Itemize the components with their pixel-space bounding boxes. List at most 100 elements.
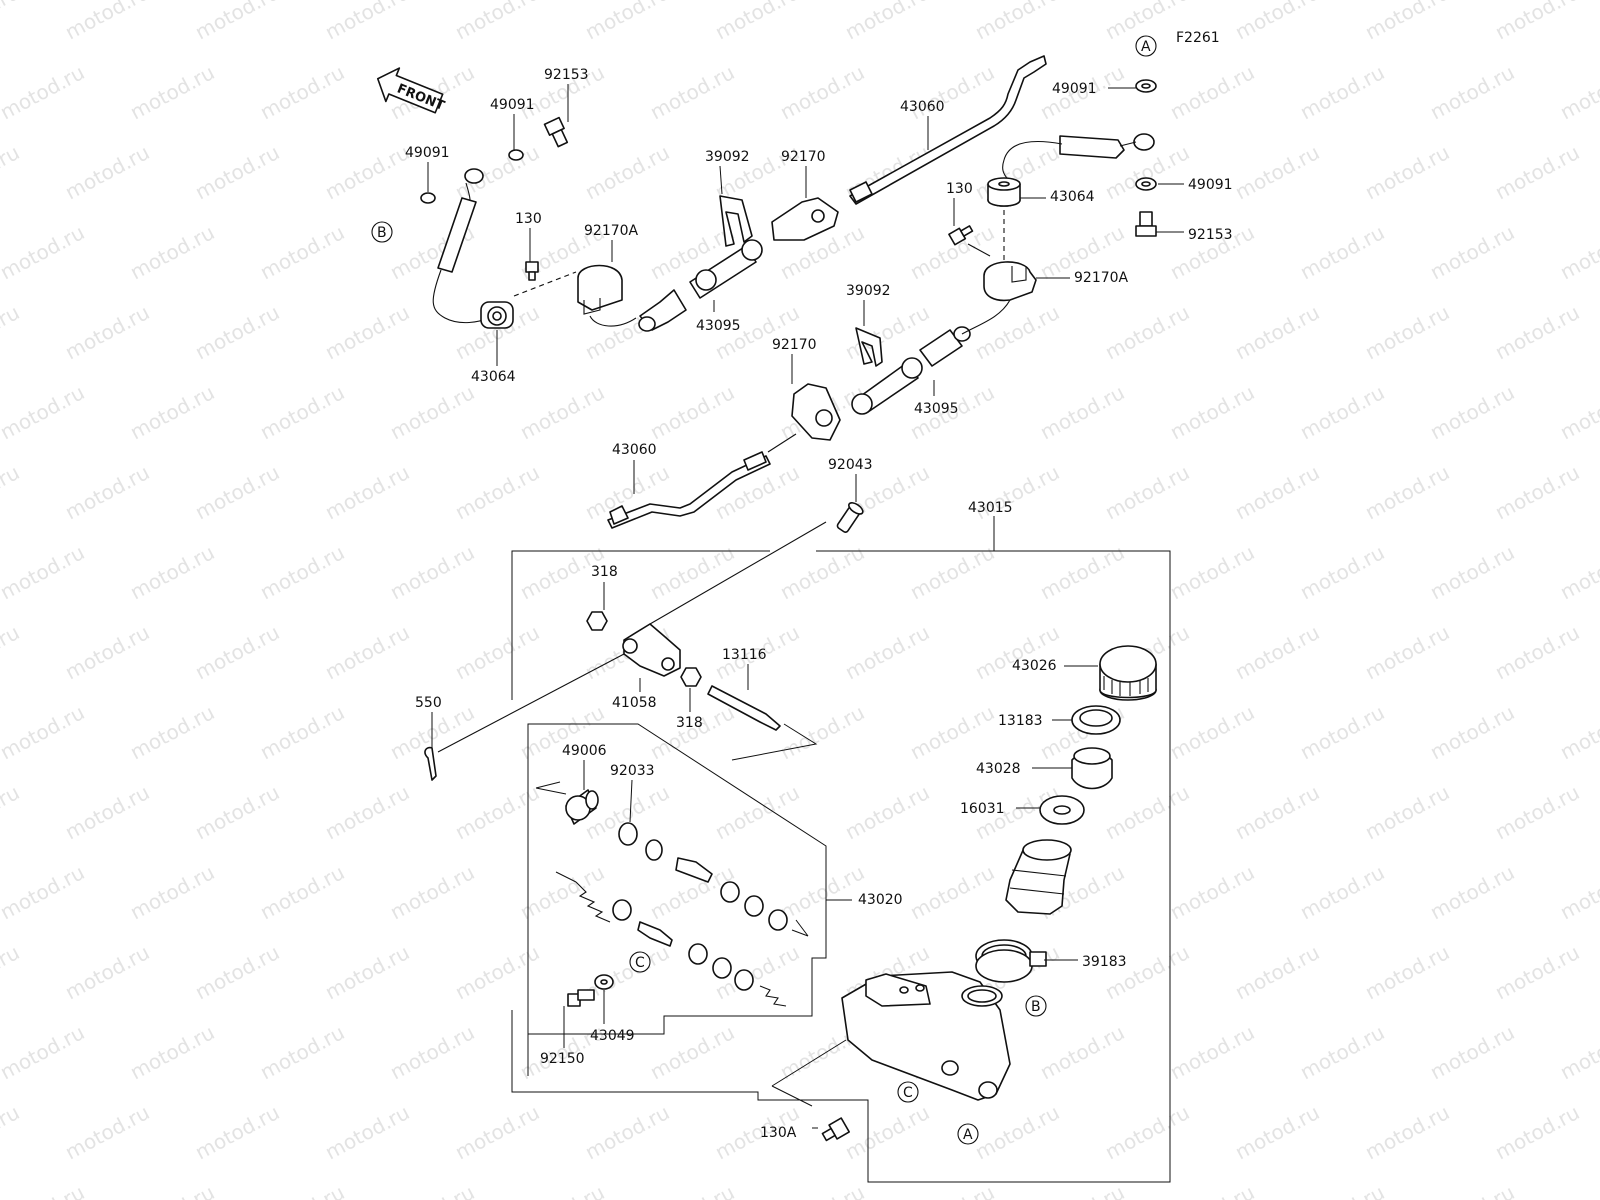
watermark-text: motod.ru bbox=[646, 380, 738, 444]
assembly-43020-frame bbox=[527, 723, 827, 1076]
watermark-text: motod.ru bbox=[971, 0, 1063, 44]
watermark-text: motod.ru bbox=[1231, 300, 1323, 364]
watermark-text: motod.ru bbox=[1426, 860, 1518, 924]
watermark-text: motod.ru bbox=[906, 540, 998, 604]
watermark-text: motod.ru bbox=[451, 140, 543, 204]
watermark-text: motod.ru bbox=[1296, 540, 1388, 604]
watermark-text: motod.ru bbox=[841, 780, 933, 844]
watermark-text: motod.ru bbox=[256, 1180, 348, 1200]
watermark-text: motod.ru bbox=[1556, 540, 1600, 604]
hose-left bbox=[432, 269, 489, 324]
watermark-text: motod.ru bbox=[1426, 380, 1518, 444]
watermark-text: motod.ru bbox=[1296, 700, 1388, 764]
callout-92170A-left: 92170A bbox=[584, 223, 639, 239]
watermark-text: motod.ru bbox=[1491, 460, 1583, 524]
watermark-text: motod.ru bbox=[1101, 1100, 1193, 1164]
watermark-text: motod.ru bbox=[1231, 460, 1323, 524]
bolt-130-left bbox=[525, 261, 539, 281]
svg-text:A: A bbox=[963, 1127, 973, 1143]
watermark-text: motod.ru bbox=[126, 60, 218, 124]
callout-43064-right: 43064 bbox=[1050, 189, 1095, 205]
watermark-text: motod.ru bbox=[1101, 460, 1193, 524]
watermark-text: motod.ru bbox=[841, 1100, 933, 1164]
callout-49091-upper: 49091 bbox=[490, 97, 535, 113]
watermark-text: motod.ru bbox=[386, 860, 478, 924]
clip-39092-left bbox=[719, 195, 753, 247]
clip-39092-right bbox=[855, 327, 883, 367]
watermark-text: motod.ru bbox=[1231, 940, 1323, 1004]
callout-43049: 43049 bbox=[590, 1028, 635, 1044]
callout-92170-center: 92170 bbox=[772, 337, 817, 353]
watermark-text: motod.ru bbox=[0, 0, 23, 44]
pin-92043 bbox=[836, 502, 864, 533]
watermark-text: motod.ru bbox=[0, 380, 88, 444]
watermark-text: motod.ru bbox=[191, 140, 283, 204]
watermark-text: motod.ru bbox=[321, 1100, 413, 1164]
spring-lower bbox=[759, 985, 787, 1007]
watermark-text: motod.ru bbox=[581, 1100, 673, 1164]
callout-leaders bbox=[427, 84, 1184, 1129]
watermark-text: motod.ru bbox=[126, 1180, 218, 1200]
watermark-text: motod.ru bbox=[1101, 940, 1193, 1004]
bracket-92170-center bbox=[791, 383, 841, 441]
hose-right bbox=[1002, 140, 1063, 181]
watermark-text: motod.ru bbox=[61, 940, 153, 1004]
grommet-43064-right bbox=[987, 177, 1021, 207]
nut-318-top bbox=[586, 611, 608, 631]
ref-marker-c-body: C bbox=[897, 1081, 919, 1103]
hose-clamp-39183 bbox=[975, 939, 1047, 983]
watermark-text: motod.ru bbox=[1426, 540, 1518, 604]
watermark-text: motod.ru bbox=[646, 60, 738, 124]
watermark-text: motod.ru bbox=[256, 1020, 348, 1084]
callout-49091-right-top: 49091 bbox=[1052, 81, 1097, 97]
watermark-text: motod.ru bbox=[61, 300, 153, 364]
callout-39183: 39183 bbox=[1082, 954, 1127, 970]
watermark-text: motod.ru bbox=[1231, 780, 1323, 844]
watermark-text: motod.ru bbox=[321, 0, 413, 44]
watermark-text: motod.ru bbox=[386, 380, 478, 444]
callout-92150: 92150 bbox=[540, 1051, 585, 1067]
callout-43095-right: 43095 bbox=[914, 401, 959, 417]
watermark-text: motod.ru bbox=[1166, 380, 1258, 444]
watermark-text: motod.ru bbox=[776, 860, 868, 924]
watermark-text: motod.ru bbox=[321, 780, 413, 844]
watermark-text: motod.ru bbox=[0, 780, 23, 844]
svg-text:C: C bbox=[635, 955, 645, 971]
watermark-text: motod.ru bbox=[776, 1180, 868, 1200]
watermark-text: motod.ru bbox=[256, 540, 348, 604]
watermark-text: motod.ru bbox=[61, 620, 153, 684]
watermark-text: motod.ru bbox=[1296, 60, 1388, 124]
banjo-bolt-92153-right bbox=[1135, 211, 1157, 237]
svg-text:B: B bbox=[1031, 999, 1041, 1015]
watermark-text: motod.ru bbox=[0, 940, 23, 1004]
watermark-text: motod.ru bbox=[451, 620, 543, 684]
watermark-text: motod.ru bbox=[1556, 220, 1600, 284]
watermark-text: motod.ru bbox=[191, 0, 283, 44]
watermark-text: motod.ru bbox=[256, 700, 348, 764]
watermark-text: motod.ru bbox=[0, 620, 23, 684]
watermark-text: motod.ru bbox=[841, 300, 933, 364]
watermark-text: motod.ru bbox=[126, 1020, 218, 1084]
watermark-text: motod.ru bbox=[1491, 140, 1583, 204]
watermark-text: motod.ru bbox=[451, 460, 543, 524]
diaphragm-43028 bbox=[1071, 747, 1113, 790]
reservoir-boot bbox=[1005, 839, 1072, 915]
banjo-eye-right bbox=[1133, 133, 1155, 151]
figure-code: F2261 bbox=[1176, 30, 1220, 46]
master-cylinder-body bbox=[841, 971, 1011, 1101]
watermark-text: motod.ru bbox=[646, 1020, 738, 1084]
watermark-text: motod.ru bbox=[191, 460, 283, 524]
pushrod-13116 bbox=[707, 685, 781, 731]
watermark-text: motod.ru bbox=[451, 0, 543, 44]
callout-318-top: 318 bbox=[591, 564, 618, 580]
watermark-text: motod.ru bbox=[1296, 220, 1388, 284]
watermark-text: motod.ru bbox=[126, 220, 218, 284]
fitting-43095-left bbox=[638, 239, 763, 332]
watermark-text: motod.ru bbox=[646, 1180, 738, 1200]
callout-130-right: 130 bbox=[946, 181, 973, 197]
ref-marker-a-top: A bbox=[1135, 35, 1157, 57]
hose-fitting-right bbox=[1059, 135, 1125, 159]
watermark-text: motod.ru bbox=[126, 700, 218, 764]
watermark-text: motod.ru bbox=[1361, 0, 1453, 44]
